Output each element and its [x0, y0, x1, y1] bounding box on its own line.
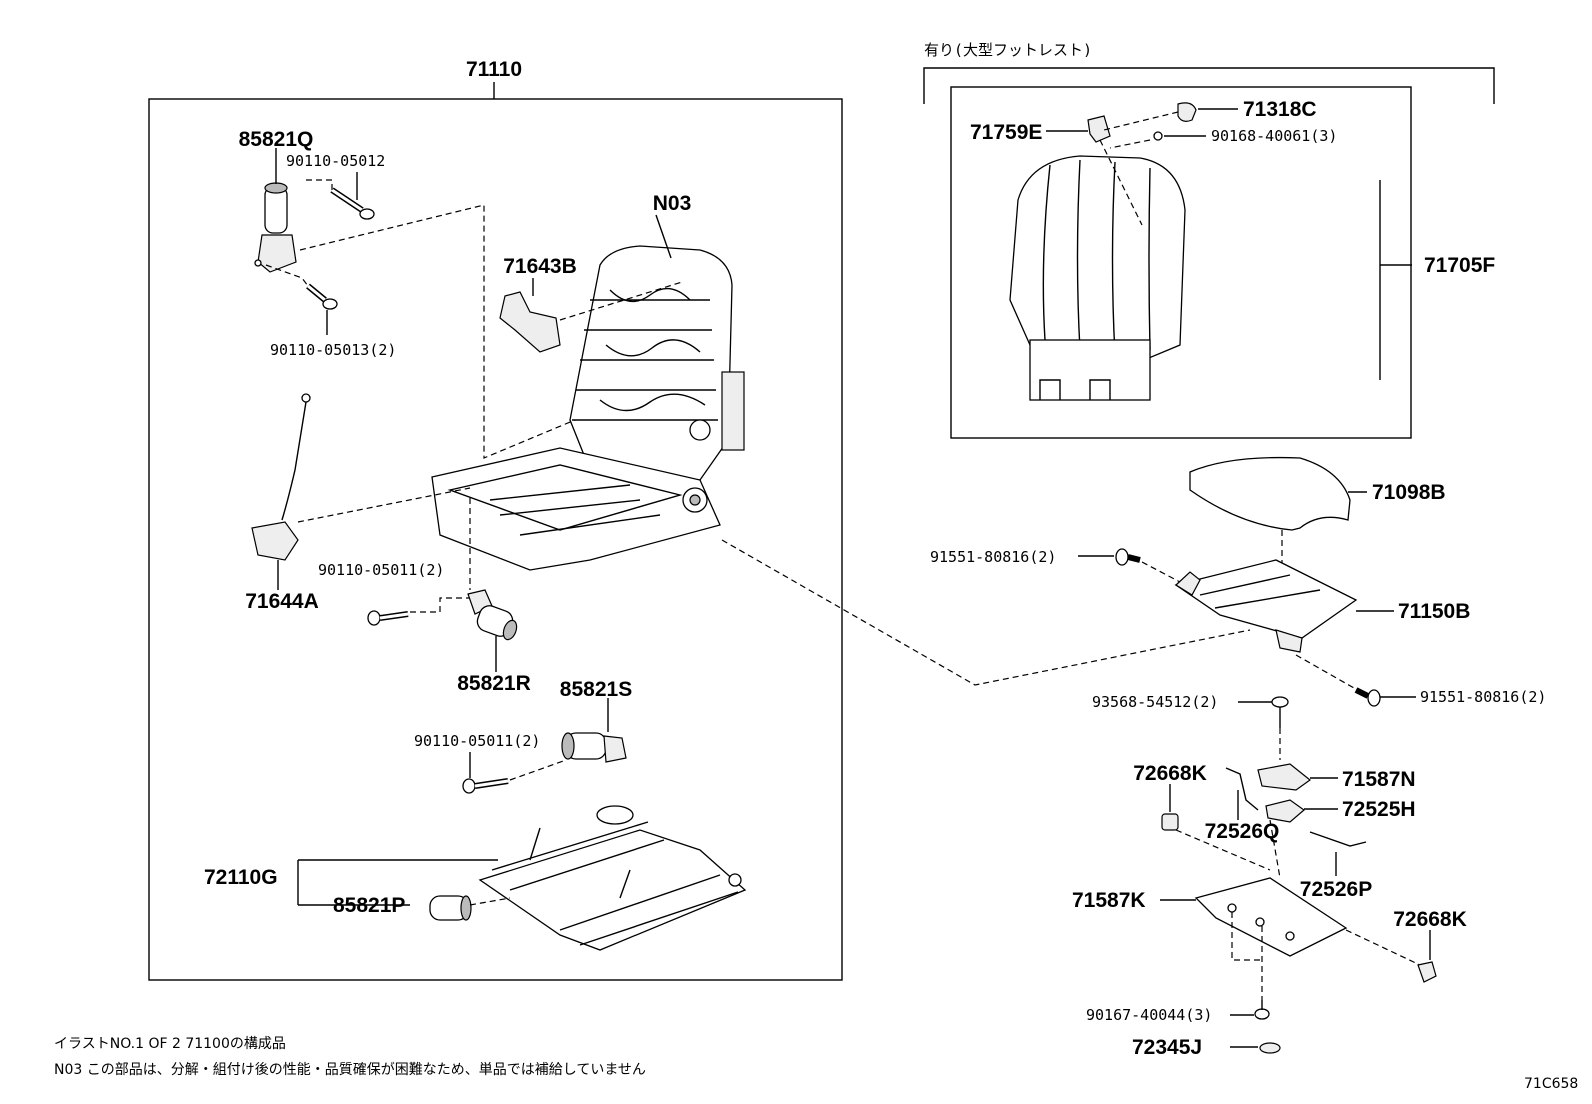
- label-90110-05012: 90110-05012: [286, 152, 385, 170]
- label-71318c: 71318C: [1243, 98, 1317, 121]
- reference-code: 71C658: [1524, 1076, 1578, 1092]
- label-72668k-a: 72668K: [1133, 762, 1207, 785]
- label-90110-05013: 90110-05013(2): [270, 341, 396, 359]
- part-90168-40061-screw: 90168-40061(3): [1153, 127, 1337, 145]
- label-71643b: 71643B: [503, 255, 577, 278]
- label-72526p: 72526P: [1300, 878, 1372, 901]
- part-71150b-bracket: 71150B: [1174, 559, 1470, 653]
- label-85821r: 85821R: [457, 672, 531, 695]
- label-91551-80816-a: 91551-80816(2): [930, 548, 1056, 566]
- part-85821q-motor: 85821Q: [239, 128, 314, 273]
- label-71150b: 71150B: [1398, 600, 1470, 623]
- label-72110g: 72110G: [204, 866, 278, 889]
- part-90167-40044-screw: 90167-40044(3): [1086, 1000, 1270, 1024]
- note-line-2: N03 この部品は、分解・組付け後の性能・品質確保が困難なため、単品では補給して…: [54, 1062, 646, 1078]
- part-90110-05012-bolt: 90110-05012: [286, 152, 385, 220]
- label-71587k: 71587K: [1072, 889, 1146, 912]
- part-72668k-a: 72668K: [1133, 762, 1207, 831]
- part-72110g-seat-track: 72110G: [204, 805, 747, 951]
- label-72525h: 72525H: [1342, 798, 1416, 821]
- part-90110-05011-bolt-b: 90110-05011(2): [414, 732, 540, 794]
- label-71587n: 71587N: [1342, 768, 1416, 791]
- label-90167-40044: 90167-40044(3): [1086, 1006, 1212, 1024]
- label-71705f: 71705F: [1424, 254, 1495, 277]
- part-85821p-motor: 85821P: [297, 885, 472, 921]
- label-93568-54512: 93568-54512(2): [1092, 693, 1218, 711]
- assembly-71110-frame: 71110: [148, 58, 843, 981]
- note-line-1: イラストNO.1 OF 2 71100の構成品: [54, 1036, 286, 1052]
- part-72345j-washer: 72345J: [1132, 1036, 1281, 1059]
- part-71098b-pad: 71098B: [1189, 456, 1446, 531]
- label-85821s: 85821S: [560, 678, 632, 701]
- label-90168-40061: 90168-40061(3): [1211, 127, 1337, 145]
- part-71643b: 71643B: [499, 255, 577, 353]
- label-85821q: 85821Q: [239, 128, 314, 151]
- label-85821p: 85821P: [333, 894, 405, 917]
- part-85821r-motor: 85821R: [457, 589, 531, 695]
- label-n03: N03: [653, 192, 692, 215]
- footrest-bracket: 有り(大型フットレスト): [923, 41, 1495, 439]
- label-footrest-header: 有り(大型フットレスト): [924, 41, 1092, 59]
- part-72526q-wire: 72526Q: [1205, 767, 1280, 843]
- seat-frame-n03: N03: [431, 192, 745, 571]
- part-91551-80816-bolt-a: 91551-80816(2): [930, 548, 1141, 566]
- part-71318c: 71318C: [1177, 98, 1317, 122]
- part-93568-54512-clip: 93568-54512(2): [1092, 693, 1289, 728]
- label-91551-80816-b: 91551-80816(2): [1420, 688, 1546, 706]
- label-71644a: 71644A: [245, 590, 319, 613]
- part-71644a-cable: 71644A: [245, 393, 319, 613]
- label-71110: 71110: [466, 58, 522, 81]
- label-72345j: 72345J: [1132, 1036, 1202, 1059]
- part-71587k-bracket: 71587K: [1072, 877, 1348, 957]
- part-72525h: 72525H: [1265, 798, 1416, 823]
- label-72668k-b: 72668K: [1393, 908, 1467, 931]
- label-71759e: 71759E: [970, 121, 1042, 144]
- label-72526q: 72526Q: [1205, 820, 1280, 843]
- label-71098b: 71098B: [1372, 481, 1446, 504]
- part-90110-05011-bolt-a: 90110-05011(2): [318, 561, 444, 626]
- part-71587n: 71587N: [1257, 763, 1416, 791]
- label-90110-05011-b: 90110-05011(2): [414, 732, 540, 750]
- part-72526p-wire: 72526P: [1300, 831, 1372, 901]
- part-85821s-motor: 85821S: [560, 678, 632, 763]
- part-91551-80816-bolt-b: 91551-80816(2): [1354, 687, 1546, 707]
- part-71705f-footrest-cover: 71705F: [1009, 155, 1495, 401]
- part-90110-05013-bolt: 90110-05013(2): [270, 283, 396, 359]
- part-72668k-b: 72668K: [1393, 908, 1467, 983]
- part-71759e-clip: 71759E: [970, 115, 1111, 144]
- label-90110-05011-a: 90110-05011(2): [318, 561, 444, 579]
